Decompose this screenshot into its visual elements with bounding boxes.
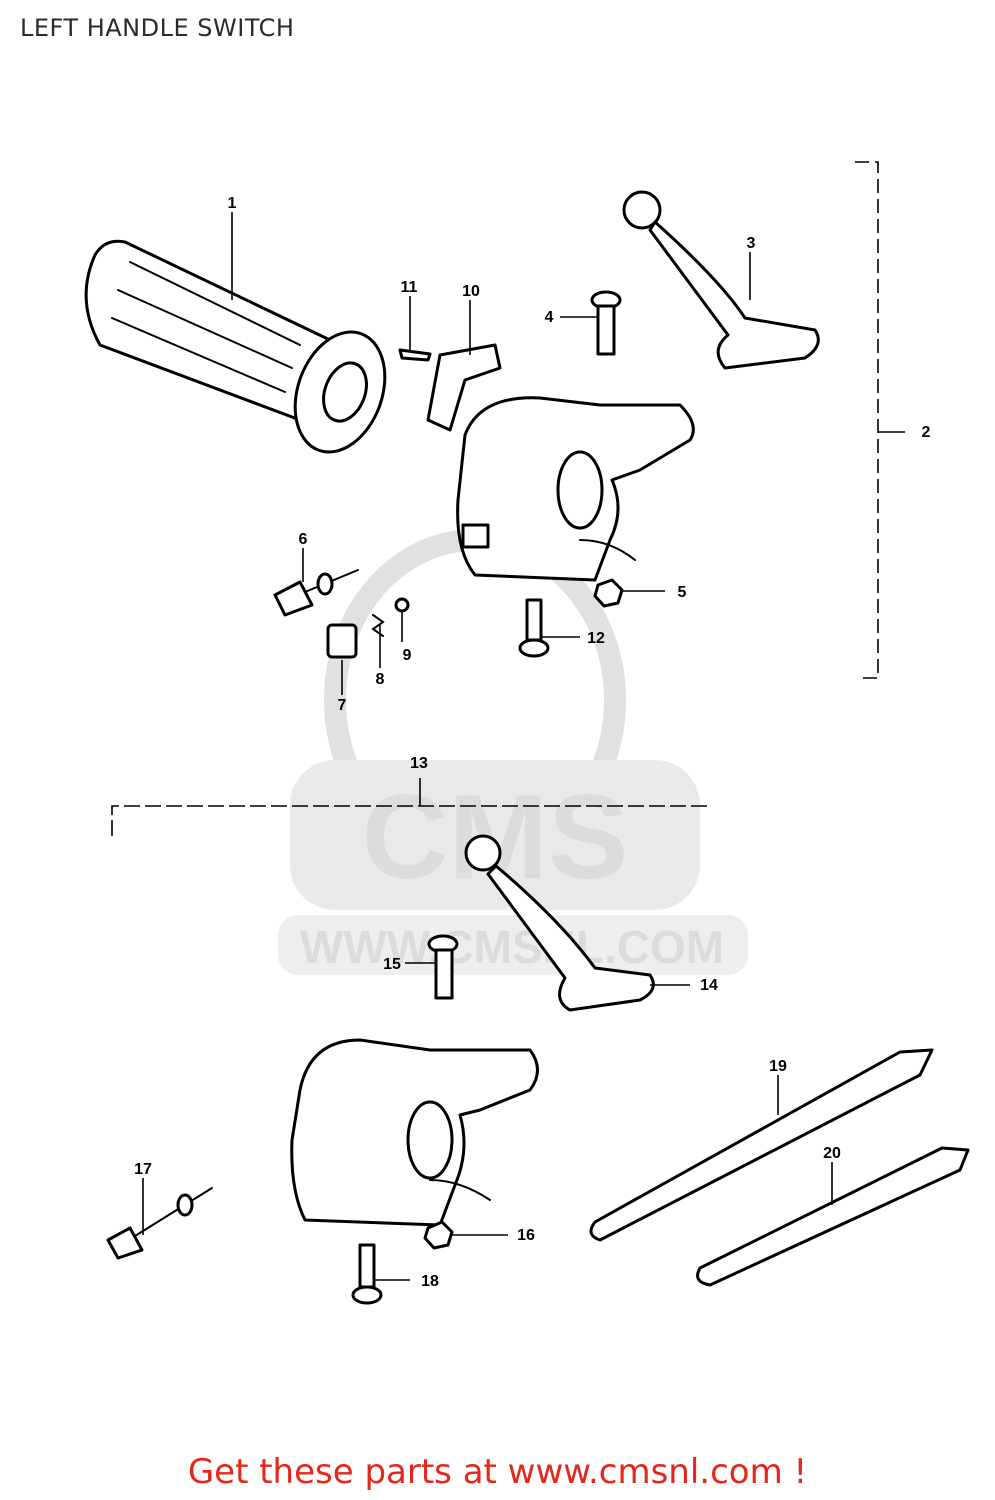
clutch-lever-icon[interactable] xyxy=(622,190,820,370)
bracket-2 xyxy=(855,161,905,679)
part-label-17: 17 xyxy=(134,1161,152,1178)
switch-housing-lower-icon[interactable] xyxy=(290,1038,539,1227)
choke-cable-adjuster-icon[interactable] xyxy=(273,569,359,617)
part-label-12: 12 xyxy=(587,630,605,647)
page-title: LEFT HANDLE SWITCH xyxy=(20,14,295,42)
choke-lever-icon[interactable] xyxy=(426,343,502,432)
part-label-2: 2 xyxy=(922,424,931,441)
part-label-1: 1 xyxy=(228,195,237,212)
part-label-7: 7 xyxy=(338,697,347,714)
part-label-19: 19 xyxy=(769,1058,787,1075)
bracket-13 xyxy=(111,778,710,836)
nut-lower-icon[interactable] xyxy=(423,1220,454,1250)
switch-housing-screw-lower-icon[interactable] xyxy=(351,1243,383,1305)
part-label-3: 3 xyxy=(747,235,756,252)
switch-housing-icon[interactable] xyxy=(456,396,695,582)
lever-pivot-bolt-lower-icon[interactable] xyxy=(427,934,459,1000)
part-label-6: 6 xyxy=(299,531,308,548)
switch-housing-screw-icon[interactable] xyxy=(518,598,550,658)
part-labels: 1 2 3 4 5 6 7 8 9 10 11 12 13 14 15 16 1… xyxy=(134,195,930,1290)
cable-adjuster-icon[interactable] xyxy=(106,1187,213,1260)
footer-link[interactable]: Get these parts at www.cmsnl.com ! xyxy=(187,1452,808,1492)
part-label-20: 20 xyxy=(823,1145,841,1162)
nut-icon[interactable] xyxy=(593,578,624,608)
cable-band-icon[interactable] xyxy=(589,1048,934,1242)
part-label-14: 14 xyxy=(700,977,718,994)
screw-icon[interactable] xyxy=(398,348,432,362)
switch-knob-icon[interactable] xyxy=(326,623,358,659)
lever-pivot-bolt-icon[interactable] xyxy=(590,290,622,356)
part-label-11: 11 xyxy=(401,279,418,296)
clutch-lever-lower-icon[interactable] xyxy=(464,834,655,1012)
part-label-9: 9 xyxy=(403,647,412,664)
spring-icon[interactable] xyxy=(371,614,385,637)
part-label-18: 18 xyxy=(421,1273,439,1290)
part-label-4: 4 xyxy=(545,309,554,326)
watermark-logo: CMS WWW.CMSNL.COM xyxy=(278,529,748,975)
part-label-13: 13 xyxy=(410,755,428,772)
watermark-url: WWW.CMSNL.COM xyxy=(300,921,724,973)
part-label-15: 15 xyxy=(383,956,401,973)
leader-lines xyxy=(142,212,833,1281)
part-label-8: 8 xyxy=(376,671,385,688)
part-label-5: 5 xyxy=(678,584,687,601)
cable-band-small-icon[interactable] xyxy=(696,1146,970,1287)
handle-grip-icon[interactable] xyxy=(84,239,401,464)
screw-icon-9[interactable] xyxy=(394,597,410,613)
part-label-10: 10 xyxy=(462,283,480,300)
part-label-16: 16 xyxy=(517,1227,535,1244)
